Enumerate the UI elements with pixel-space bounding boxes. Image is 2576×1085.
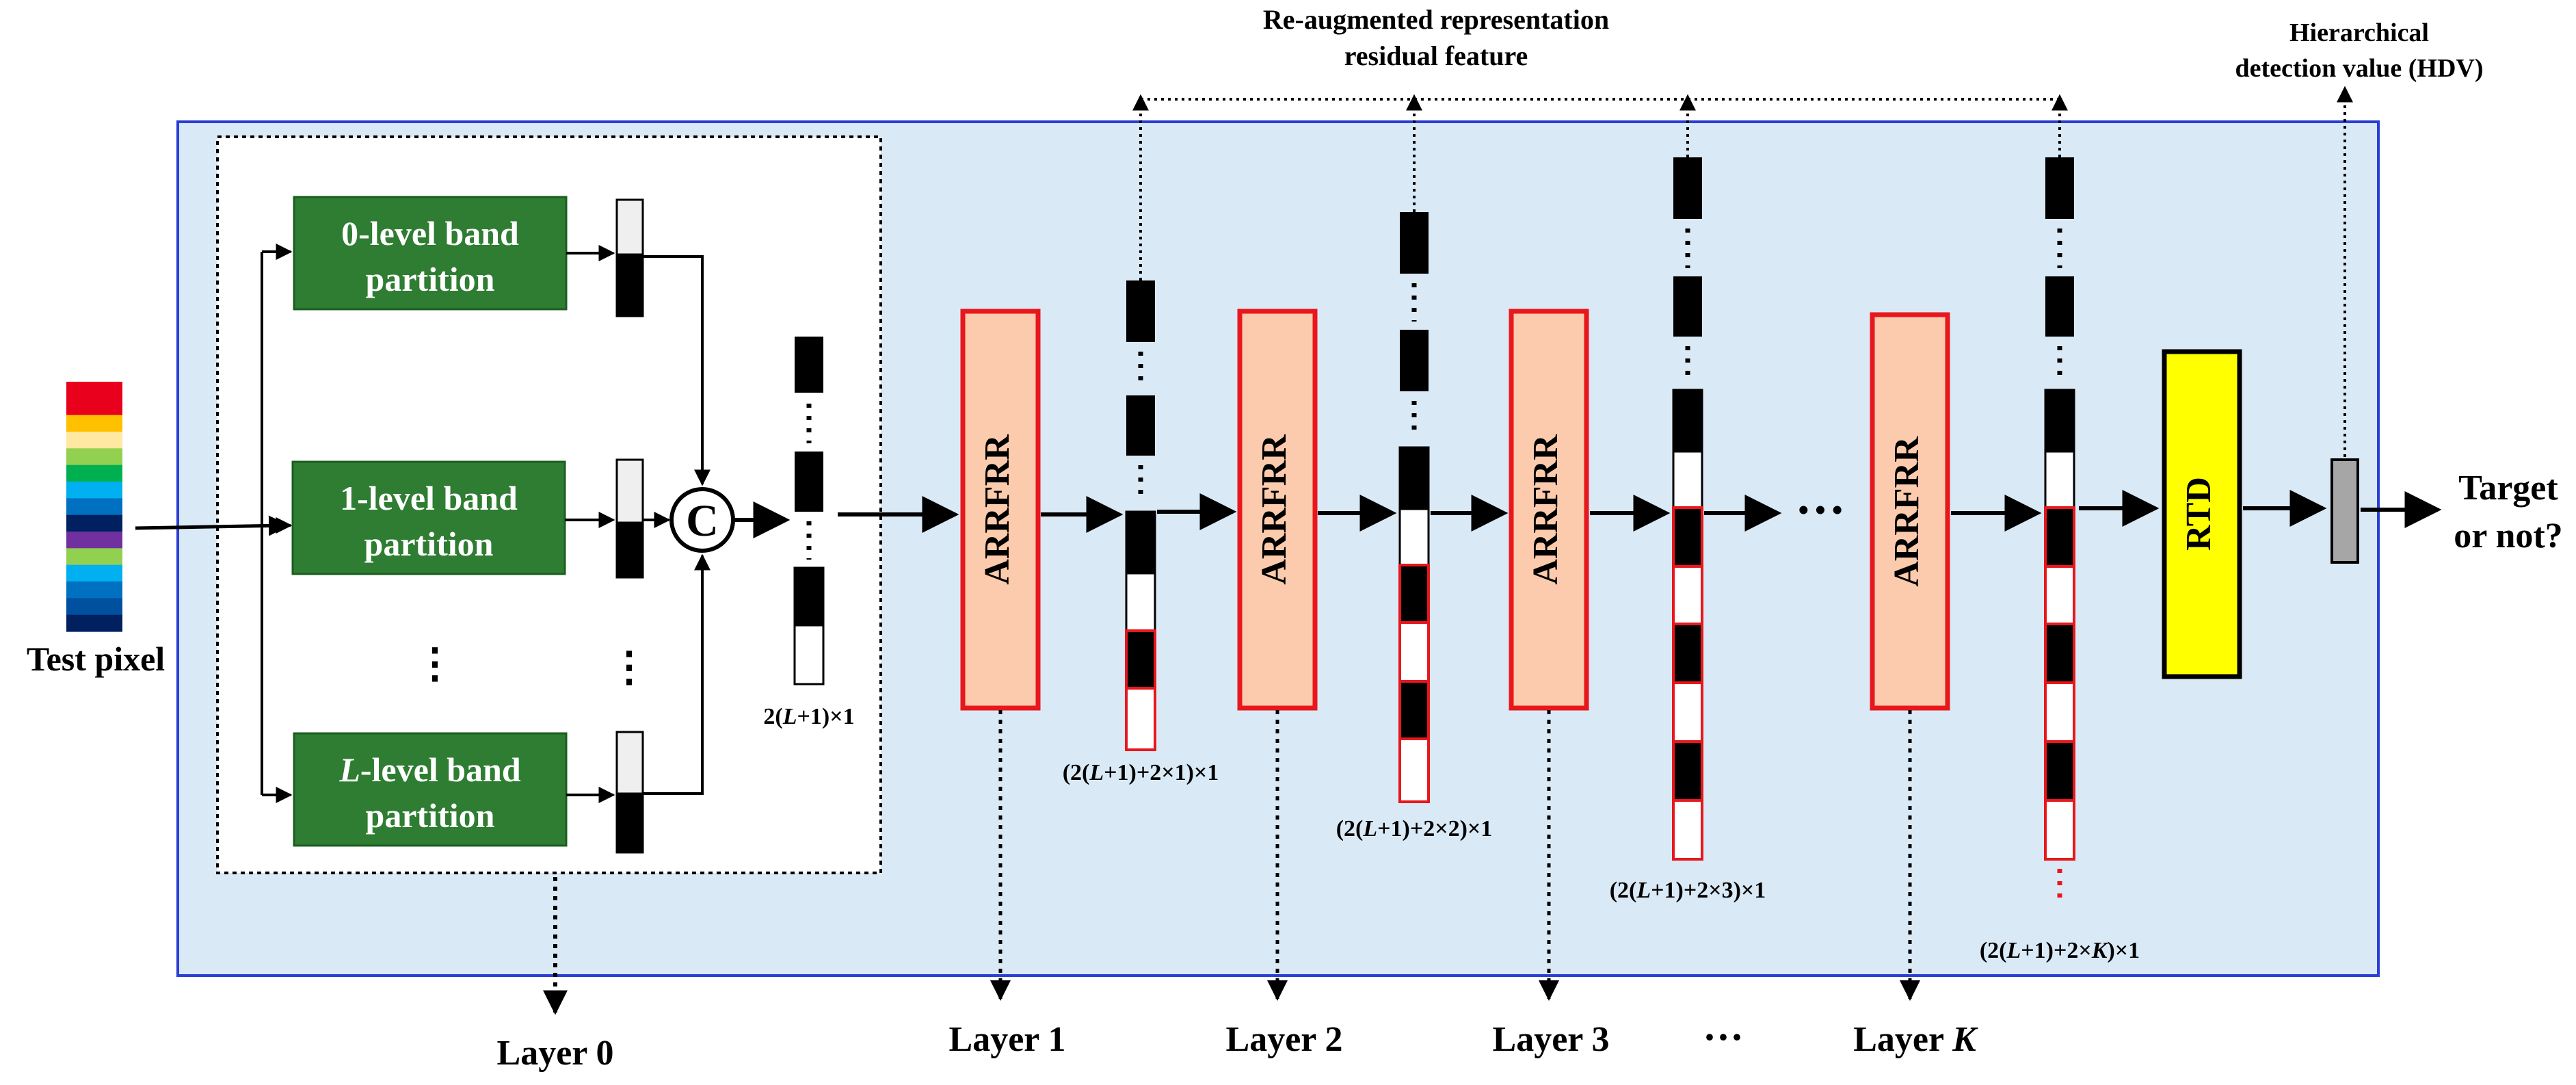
spectrum-band	[66, 465, 122, 482]
band-partition-1: 1-level band partition	[291, 460, 566, 575]
vec0-to-concat	[643, 255, 711, 486]
spectrum-band	[66, 382, 122, 399]
dim2-c: +1)+2×2)×1	[1377, 816, 1492, 841]
spectrum-band	[66, 482, 122, 499]
partition-ellipsis: ⋮	[414, 641, 455, 686]
partition-vector-0	[615, 198, 644, 317]
hdv-title-line1: Hierarchical	[2289, 18, 2429, 47]
dim1-a: (2(	[1063, 760, 1090, 785]
rtd-block: RTD	[2162, 349, 2242, 679]
arrfrr-3-label: ARRFRR	[1526, 434, 1565, 585]
partition-vector-L	[615, 731, 644, 854]
partition-vector-ellipsis: ⋮	[609, 644, 650, 690]
spectrum-band	[66, 532, 122, 549]
reaug-title-line2: residual feature	[1344, 40, 1528, 71]
band-partition-L-line2: partition	[366, 796, 495, 835]
hdv-title-line2: detection value (HDV)	[2235, 54, 2483, 83]
arrfrr-block-1: ARRFRR	[960, 309, 1041, 711]
dim-label-2: (2(L+1)+2×2)×1	[1336, 816, 1493, 841]
dim-label-0: 2(L+1)×1	[763, 704, 854, 729]
layer3-output-vector	[1672, 157, 1703, 861]
spectrum-band	[66, 415, 122, 432]
band-partition-1-line2: partition	[364, 525, 494, 563]
band-partition-0-line2: partition	[366, 260, 495, 298]
layer-ellipsis: ···	[1795, 482, 1846, 538]
vecL-to-concat	[643, 553, 711, 795]
arrfrr-k-label: ARRFRR	[1887, 436, 1926, 587]
dimk-c: +1)+2×	[2021, 938, 2091, 963]
layer1-output-vector	[1125, 280, 1156, 751]
dimk-b: L	[2006, 938, 2021, 963]
arrfrr-1-label: ARRFRR	[978, 434, 1017, 585]
band-partition-L: L-level band partition	[293, 732, 568, 847]
band-partition-0-line1: 0-level band	[341, 214, 519, 252]
layerk-label-a: Layer	[1853, 1020, 1952, 1059]
dim0-b: L	[782, 704, 797, 729]
layer1-label: Layer 1	[949, 1020, 1066, 1059]
spectrum-band	[66, 514, 122, 532]
output-line2: or not?	[2454, 517, 2562, 555]
spectrum-band	[66, 581, 122, 599]
spectrum-band	[66, 398, 122, 416]
dim-label-1: (2(L+1)+2×1)×1	[1063, 760, 1219, 785]
dim2-a: (2(	[1336, 816, 1364, 841]
reaug-title-line1: Re-augmented representation	[1263, 4, 1609, 35]
dim3-c: +1)+2×3)×1	[1651, 878, 1766, 903]
layer3-label: Layer 3	[1493, 1020, 1610, 1059]
output-line1: Target	[2458, 469, 2558, 508]
partition-vector-1	[615, 458, 644, 579]
dim3-a: (2(	[1610, 878, 1637, 903]
arrfrr-block-3: ARRFRR	[1509, 309, 1589, 711]
band-partition-1-line1: 1-level band	[340, 479, 518, 517]
band-partition-L-line1: L-level band	[338, 750, 520, 789]
dim1-b: L	[1089, 760, 1104, 785]
layer-label-ellipsis: ···	[1703, 1015, 1744, 1060]
spectrum-band	[66, 498, 122, 516]
spectrum-band	[66, 564, 122, 582]
layerk-label-b: K	[1952, 1020, 1978, 1059]
arrfrr-block-k: ARRFRR	[1870, 312, 1950, 711]
dim0-a: 2(	[763, 704, 782, 729]
layer0-output-vector	[793, 337, 825, 685]
arrfrr-block-2: ARRFRR	[1237, 309, 1318, 711]
dim0-c: +1)×1	[797, 704, 855, 729]
rtd-label: RTD	[2179, 477, 2218, 551]
hdv-box	[2331, 458, 2359, 564]
spectrum-band	[66, 614, 122, 632]
dim-label-3: (2(L+1)+2×3)×1	[1610, 878, 1766, 903]
layer2-label: Layer 2	[1226, 1020, 1343, 1059]
dimk-e: )×1	[2107, 938, 2140, 963]
layer2-output-vector	[1398, 212, 1430, 803]
dimk-d: K	[2091, 938, 2109, 963]
spectrum-band	[66, 598, 122, 616]
band-partition-L-rest: -level band	[360, 750, 521, 789]
band-partition-0: 0-level band partition	[293, 196, 568, 311]
dimk-a: (2(	[1980, 938, 2007, 963]
dim3-b: L	[1636, 878, 1651, 903]
layer0-label: Layer 0	[497, 1034, 614, 1073]
layerk-label: Layer K	[1853, 1020, 1978, 1059]
spectrum-band	[66, 548, 122, 566]
concat-symbol: C	[686, 496, 719, 546]
arrfrr-2-label: ARRFRR	[1255, 434, 1294, 585]
spectrum-band	[66, 432, 122, 449]
dim1-c: +1)+2×1)×1	[1104, 760, 1219, 785]
dim2-b: L	[1362, 816, 1377, 841]
test-pixel-spectrum	[66, 382, 122, 632]
layerk-output-vector	[2044, 157, 2075, 903]
spectrum-band	[66, 448, 122, 466]
test-pixel-label: Test pixel	[27, 640, 165, 678]
dim-label-k: (2(L+1)+2×K)×1	[1980, 938, 2140, 963]
band-partition-L-var: L	[338, 750, 360, 789]
